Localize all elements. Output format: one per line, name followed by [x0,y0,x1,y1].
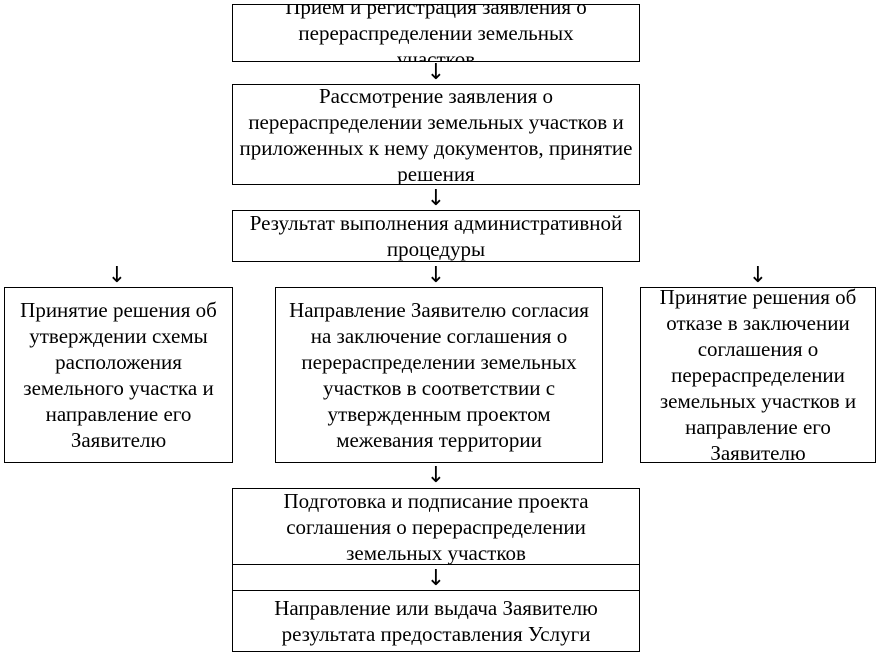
node-label: Направление Заявителю согласия на заключ… [289,298,589,452]
node-label: Прием и регистрация заявления о перерасп… [285,4,587,62]
arrow-down-icon: ↓ [426,566,446,591]
arrow-down-icon: ↓ [748,263,768,288]
node-option-consent: Направление Заявителю согласия на заключ… [275,287,603,463]
frame-connector-right [639,564,640,591]
arrow-down-icon: ↓ [426,60,446,85]
node-label: Принятие решения об отказе в заключении … [659,287,857,463]
node-deliver-result: Направление или выдача Заявителю результ… [232,590,640,652]
arrow-down-icon: ↓ [426,186,446,211]
frame-connector-left [232,564,233,591]
node-label: Результат выполнения административной пр… [249,211,623,261]
node-prepare-agreement: Подготовка и подписание проекта соглашен… [232,488,640,565]
node-label: Рассмотрение заявления о перераспределен… [239,84,633,185]
node-option-refusal: Принятие решения об отказе в заключении … [640,287,876,463]
node-label: Подготовка и подписание проекта соглашен… [283,488,589,565]
node-review-application: Рассмотрение заявления о перераспределен… [232,84,640,185]
node-label: Направление или выдача Заявителю результ… [274,596,598,646]
node-procedure-result: Результат выполнения административной пр… [232,210,640,262]
arrow-down-icon: ↓ [107,263,127,288]
node-label: Принятие решения об утверждении схемы ра… [20,298,217,452]
node-receive-application: Прием и регистрация заявления о перерасп… [232,4,640,62]
node-option-approve-scheme: Принятие решения об утверждении схемы ра… [4,287,233,463]
arrow-down-icon: ↓ [426,263,446,288]
arrow-down-icon: ↓ [426,463,446,488]
